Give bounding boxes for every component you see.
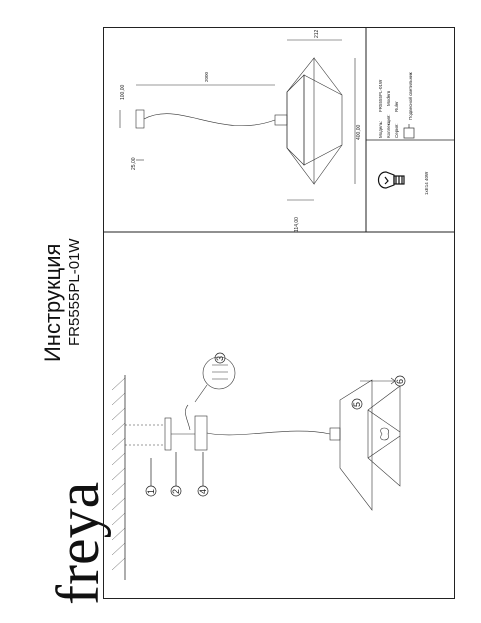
cord-line <box>143 113 276 127</box>
assembly-shade <box>339 379 373 511</box>
dim-shade-diameter-label: 400,00 <box>356 124 362 140</box>
dimension-drawing <box>119 39 356 201</box>
spec-lamp-value: 1xE14 40W <box>424 171 429 195</box>
connector-detail <box>202 356 236 390</box>
exploded-bulb <box>380 427 389 441</box>
assembly-drawing <box>111 356 401 580</box>
assembly-socket <box>329 427 341 441</box>
canopy-shape <box>135 109 145 129</box>
assembly-cord <box>206 430 331 436</box>
wire-path <box>185 404 191 431</box>
step-1-label: 1 <box>146 489 156 494</box>
pendant-icon <box>403 124 415 139</box>
dim-top-height-label: 212 <box>314 29 320 38</box>
step-3-label: 3 <box>215 356 225 361</box>
spec-series-label: Серия: <box>394 124 399 138</box>
spec-model-label: Модель: <box>378 121 383 138</box>
exploded-shade <box>367 385 401 487</box>
assembly-canopy <box>194 415 208 451</box>
ceiling-hatch <box>111 377 126 571</box>
drawing-frame <box>103 27 455 599</box>
spec-series-value: Ruler <box>394 101 399 112</box>
mounting-bracket <box>164 417 172 451</box>
spec-collection-value: Modern <box>386 90 391 106</box>
socket-shape <box>274 114 288 126</box>
step-2-label: 2 <box>171 489 181 494</box>
dim-canopy-width-label: 100,00 <box>120 84 126 100</box>
spec-model-value: FR5555PL-01W <box>378 79 383 112</box>
dim-cord-length-label: 2000 <box>204 71 209 82</box>
shade-inner-right <box>303 74 343 166</box>
spec-collection-label: Коллекция: <box>386 114 391 138</box>
step-5-label: 5 <box>352 402 362 407</box>
dim-shade-height-label: 114,00 <box>294 217 300 232</box>
spec-block: Модель: FR5555PL-01W Коллекция: Modern С… <box>377 72 429 195</box>
step-markers <box>145 352 406 497</box>
shade-outline <box>286 57 315 185</box>
step-6-label: 6 <box>395 379 405 384</box>
spec-type-value: Подвесной светильник <box>407 72 413 120</box>
dim-canopy-height-label: 25,00 <box>131 157 137 170</box>
bulb-icon <box>377 171 405 189</box>
step-4-label: 4 <box>198 489 208 494</box>
